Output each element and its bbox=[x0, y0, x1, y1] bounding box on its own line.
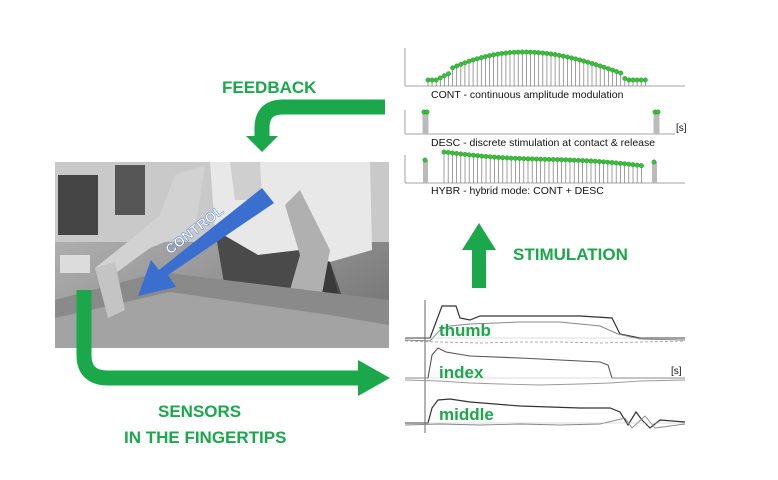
experiment-photo bbox=[55, 162, 389, 348]
sensors-label-line1: SENSORS bbox=[158, 402, 241, 421]
middle-label: middle bbox=[439, 405, 494, 424]
hybr-plot bbox=[404, 149, 685, 184]
sensor-time-unit: [s] bbox=[671, 366, 682, 377]
stimulation-label: STIMULATION bbox=[513, 245, 628, 264]
stimulation-arrow bbox=[462, 223, 496, 288]
desc-plot bbox=[404, 109, 675, 135]
cont-caption: CONT - continuous amplitude modulation bbox=[431, 89, 624, 101]
hybr-caption: HYBR - hybrid mode: CONT + DESC bbox=[431, 185, 604, 197]
sensors-label-line2: IN THE FINGERTIPS bbox=[124, 428, 286, 447]
stim-time-unit: [s] bbox=[676, 123, 687, 134]
middle-traces bbox=[404, 398, 686, 429]
feedback-arrow bbox=[246, 99, 385, 152]
index-traces bbox=[404, 347, 686, 386]
index-label: index bbox=[439, 363, 484, 382]
desc-caption: DESC - discrete stimulation at contact &… bbox=[431, 137, 655, 149]
cont-plot bbox=[404, 48, 685, 87]
sensors-arrow bbox=[76, 290, 390, 396]
sensor-panel: thumb index [s] middle bbox=[404, 300, 686, 433]
thumb-label: thumb bbox=[439, 321, 491, 340]
feedback-label: FEEDBACK bbox=[222, 78, 317, 97]
stimulation-panel: CONT - continuous amplitude modulation [… bbox=[404, 48, 687, 197]
thumb-traces bbox=[404, 305, 686, 344]
